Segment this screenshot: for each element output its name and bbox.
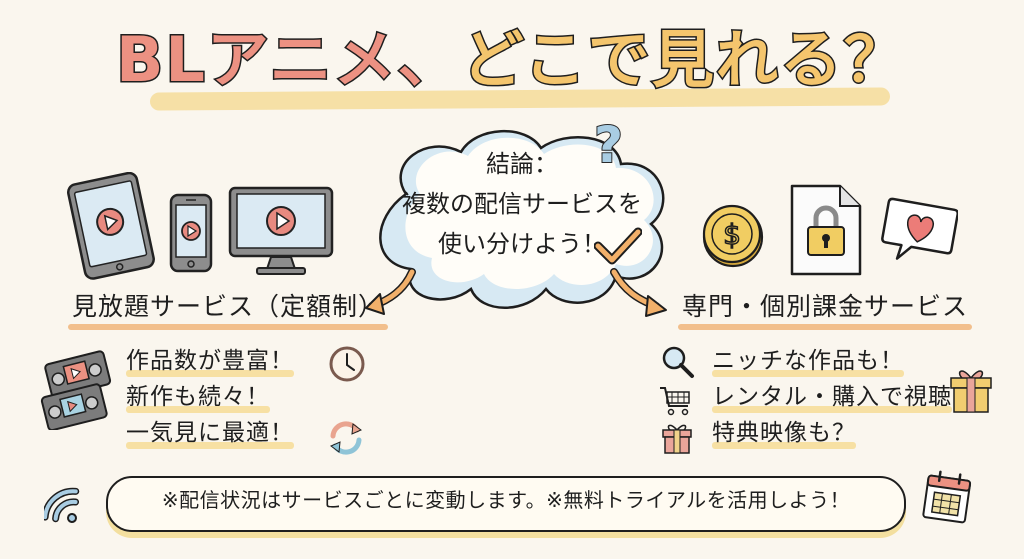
wifi-icon xyxy=(44,487,80,523)
heart-speech-bubble-icon xyxy=(881,197,958,260)
magnifier-icon xyxy=(662,346,694,378)
right-feature-item: ニッチな作品も！ xyxy=(712,343,904,379)
title-area: BLアニメ、どこで見れる？ xyxy=(0,18,1024,111)
coin-dollar-icon: $ xyxy=(702,204,764,268)
title-part-yellow: どこで見れる？ xyxy=(460,22,908,98)
conclusion-line3: 使い分けよう！ xyxy=(438,230,606,258)
right-feature-item: レンタル・購入で視聴 xyxy=(712,379,952,415)
question-mark-icon: ? xyxy=(593,115,624,175)
right-heading-text: 専門・個別課金サービス xyxy=(682,292,969,321)
locked-document-icon xyxy=(790,184,862,276)
right-feature-list: ニッチな作品も！ レンタル・購入で視聴 特典映像も？ xyxy=(712,343,952,451)
conclusion-line2: 複数の配信サービスを xyxy=(402,184,642,224)
left-heading-text: 見放題サービス（定額制） xyxy=(72,292,385,321)
calendar-icon xyxy=(922,470,972,524)
monitor-icon xyxy=(228,186,334,275)
shopping-cart-icon xyxy=(660,387,690,416)
note-box xyxy=(106,476,906,532)
left-section-heading: 見放題サービス（定額制） xyxy=(68,290,389,330)
left-heading-underline xyxy=(68,324,389,330)
arrow-right-icon xyxy=(610,268,667,317)
page-title: BLアニメ、どこで見れる？ xyxy=(115,18,908,102)
left-feature-item: 作品数が豊富！ xyxy=(126,343,294,379)
note-bubble: ※配信状況はサービスごとに変動します。※無料トライアルを活用しよう！ xyxy=(106,470,906,536)
right-heading-underline xyxy=(678,324,973,330)
conclusion-line1: 結論： xyxy=(486,150,558,178)
tablet-icon xyxy=(67,172,155,280)
large-gift-icon xyxy=(950,370,992,413)
checkmark-icon xyxy=(594,227,642,265)
right-feature-item: 特典映像も？ xyxy=(712,415,856,451)
smartphone-icon xyxy=(169,193,213,273)
gift-icon xyxy=(662,424,692,454)
refresh-icon xyxy=(330,421,362,455)
note-text: ※配信状況はサービスごとに変動します。※無料トライアルを活用しよう！ xyxy=(161,488,851,512)
clock-icon xyxy=(329,346,365,382)
vhs-tapes-icon xyxy=(40,350,112,430)
arrow-left-icon xyxy=(365,268,416,315)
svg-text:$: $ xyxy=(723,218,741,251)
conclusion-cloud: 結論： 複数の配信サービスを 使い分けよう！ ? xyxy=(372,115,692,314)
right-section-heading: 専門・個別課金サービス xyxy=(678,290,973,330)
left-feature-list: 作品数が豊富！ 新作も続々！ 一気見に最適！ xyxy=(126,343,294,451)
left-feature-item: 新作も続々！ xyxy=(126,379,270,415)
title-part-red: BLアニメ、 xyxy=(115,22,462,98)
left-feature-item: 一気見に最適！ xyxy=(126,415,294,451)
conclusion-text: 結論： 複数の配信サービスを 使い分けよう！ xyxy=(372,144,672,264)
